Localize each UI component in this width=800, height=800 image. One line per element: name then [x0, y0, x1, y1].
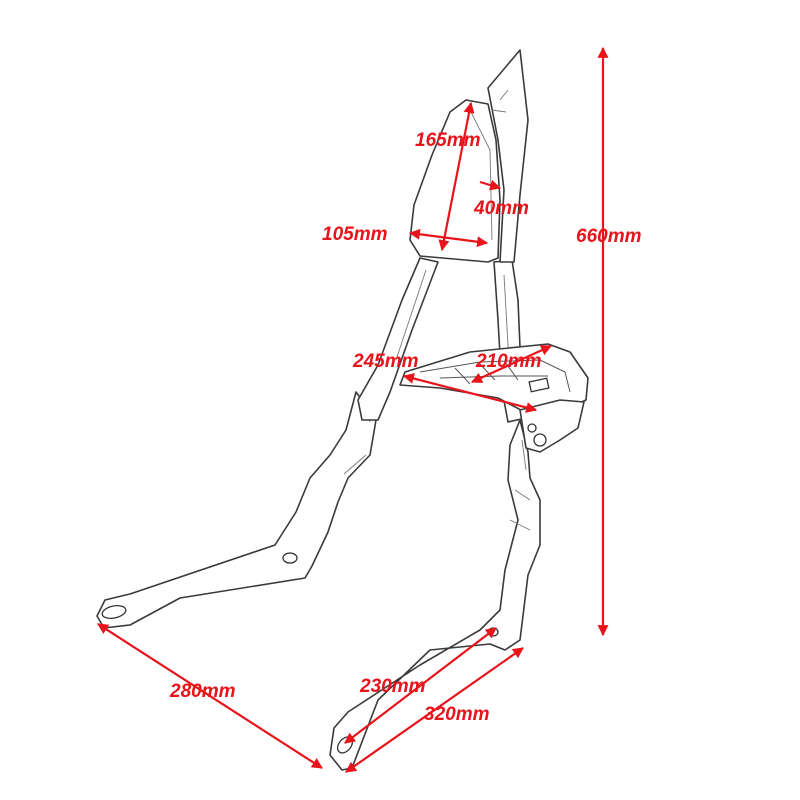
right-strut-dimension-line: [345, 647, 524, 773]
rack-width-label: 210mm: [475, 351, 542, 372]
rack-depth-dimension-line: [402, 373, 538, 413]
left-mount-hole: [101, 604, 127, 620]
pad-width-dimension-line: [408, 228, 489, 248]
pad-thickness-dimension-line: [479, 179, 502, 191]
pad-width-label: 105mm: [322, 224, 388, 245]
rack-depth-label: 245mm: [352, 351, 419, 372]
upright-tube: [357, 49, 529, 423]
mount-bolt-2: [527, 423, 537, 433]
left-side-plate: [96, 391, 377, 629]
total-height-label: 660mm: [576, 226, 642, 247]
slot-spacing-label: 230mm: [359, 676, 426, 697]
left-strut-label: 280mm: [169, 681, 236, 702]
left-strut-dimension-line: [97, 623, 323, 769]
mount-bolt-1: [533, 433, 547, 447]
rack-width-dimension-line: [470, 344, 553, 384]
upper-backrest-plate: [487, 49, 529, 263]
pad-height-dimension-line: [438, 101, 475, 252]
left-bolt-hole: [282, 552, 298, 564]
pad-thickness-label: 40mm: [473, 198, 529, 219]
right-strut-label: 320mm: [424, 704, 490, 725]
pad-height-label: 165mm: [415, 130, 481, 151]
